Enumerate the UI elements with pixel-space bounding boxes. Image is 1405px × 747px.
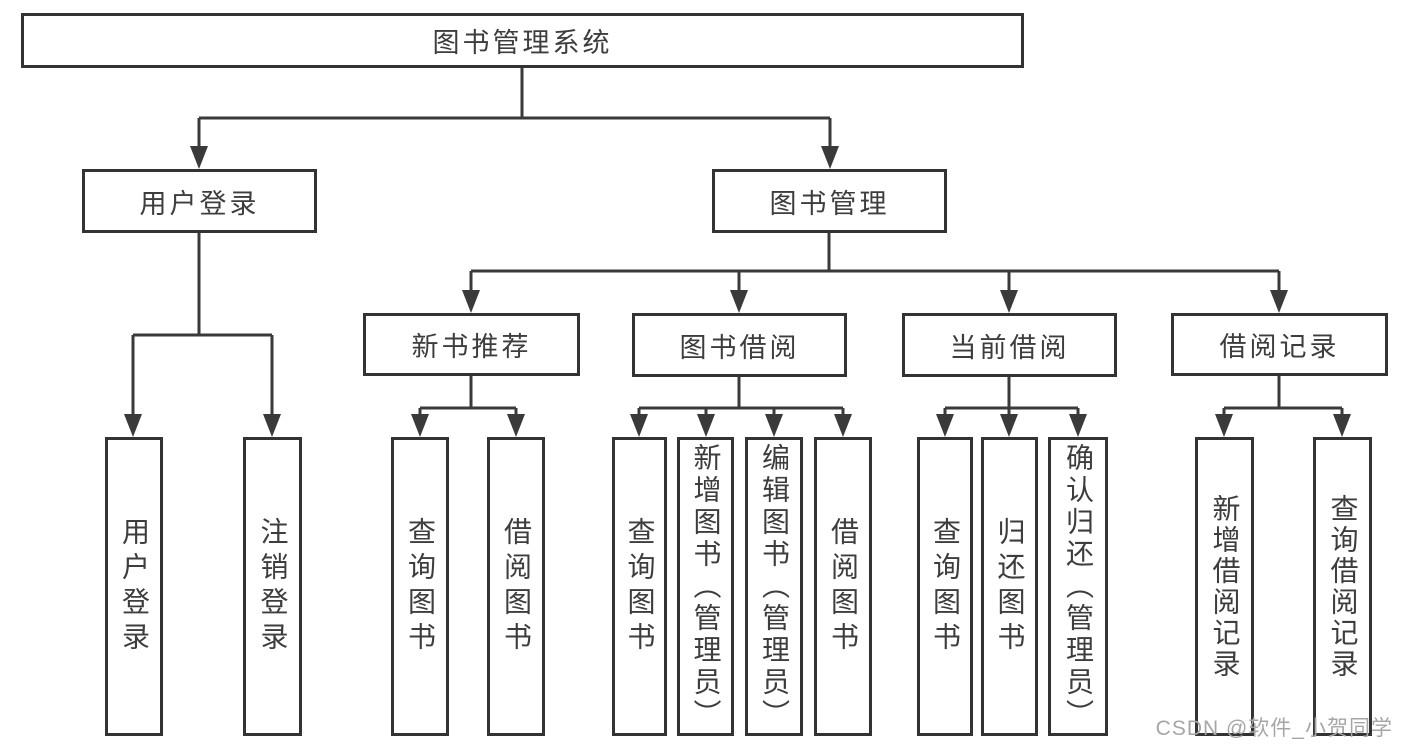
arrowhead-to-leaf-borrow-books-1 xyxy=(507,414,525,437)
leaf-borrow-books-2: 借阅图书 xyxy=(814,437,872,736)
node-root-system: 图书管理系统 xyxy=(21,13,1024,68)
node-current-borrowing: 当前借阅 xyxy=(902,313,1117,377)
arrowhead-to-leaf-confirm-return-admin xyxy=(1069,414,1087,437)
node-new-book-recommend: 新书推荐 xyxy=(363,313,580,376)
leaf-borrow-books-2-label: 借阅图书 xyxy=(828,516,859,657)
arrowhead-to-current-borrowing xyxy=(1000,290,1018,313)
arrowhead-to-leaf-add-books-admin xyxy=(697,414,715,437)
leaf-query-borrow-record: 查询借阅记录 xyxy=(1313,437,1372,736)
arrowhead-to-book-borrowing xyxy=(730,290,748,313)
leaf-confirm-return-admin: 确认归还（管理员） xyxy=(1048,437,1108,736)
leaf-logout-login: 注销登录 xyxy=(243,437,302,736)
arrowhead-to-leaf-query-books-2 xyxy=(630,414,648,437)
leaf-query-books-3-label: 查询图书 xyxy=(930,516,961,657)
leaf-query-books-2-label: 查询图书 xyxy=(624,516,656,657)
arrowhead-to-new-book-recommend xyxy=(462,290,480,313)
arrowhead-to-leaf-return-books xyxy=(1000,414,1018,437)
arrowhead-to-leaf-user-login xyxy=(124,414,142,437)
node-user-login: 用户登录 xyxy=(82,169,317,233)
arrowhead-to-borrowing-records xyxy=(1270,290,1288,313)
leaf-add-books-admin-label: 新增图书（管理员） xyxy=(690,442,722,731)
connector-current-borrowing-to-leaves xyxy=(936,377,1087,437)
leaf-logout-login-label: 注销登录 xyxy=(257,516,289,657)
node-borrowing-records: 借阅记录 xyxy=(1171,313,1388,376)
leaf-return-books: 归还图书 xyxy=(981,437,1038,736)
connector-root-to-level2 xyxy=(190,68,839,169)
arrowhead-to-leaf-query-books-3 xyxy=(936,414,954,437)
csdn-watermark: CSDN @软件_小贺同学 xyxy=(1155,717,1393,740)
leaf-return-books-label: 归还图书 xyxy=(994,516,1026,657)
connector-new-book-recommend-to-leaves xyxy=(411,375,525,437)
connector-book-management-to-level3 xyxy=(462,233,1288,313)
leaf-query-borrow-record-label: 查询借阅记录 xyxy=(1327,493,1359,680)
arrowhead-to-book-management xyxy=(821,146,839,169)
leaf-add-borrow-record: 新增借阅记录 xyxy=(1195,437,1254,736)
leaf-user-login: 用户登录 xyxy=(105,437,163,736)
leaf-query-books-1-label: 查询图书 xyxy=(405,516,436,657)
leaf-edit-books-admin: 编辑图书（管理员） xyxy=(745,437,803,736)
arrowhead-to-leaf-query-borrow-record xyxy=(1333,414,1351,437)
arrowhead-to-leaf-edit-books-admin xyxy=(765,414,783,437)
leaf-borrow-books-1-label: 借阅图书 xyxy=(501,516,532,657)
node-book-borrowing: 图书借阅 xyxy=(632,313,847,377)
leaf-add-books-admin: 新增图书（管理员） xyxy=(677,437,734,736)
leaf-query-books-1: 查询图书 xyxy=(391,437,449,736)
connector-user-login-to-leaves xyxy=(124,233,281,437)
leaf-confirm-return-admin-label: 确认归还（管理员） xyxy=(1063,442,1094,731)
arrowhead-to-user-login xyxy=(190,146,208,169)
node-book-management: 图书管理 xyxy=(712,169,947,233)
leaf-add-borrow-record-label: 新增借阅记录 xyxy=(1209,493,1241,680)
arrowhead-to-leaf-query-books-1 xyxy=(411,414,429,437)
connector-book-borrowing-to-leaves xyxy=(630,377,852,437)
leaf-user-login-label: 用户登录 xyxy=(119,516,150,657)
leaf-edit-books-admin-label: 编辑图书（管理员） xyxy=(759,442,790,731)
connector-borrowing-records-to-leaves xyxy=(1215,376,1351,437)
leaf-borrow-books-1: 借阅图书 xyxy=(487,437,545,736)
arrowhead-to-leaf-borrow-books-2 xyxy=(834,414,852,437)
leaf-query-books-3: 查询图书 xyxy=(917,437,973,736)
leaf-query-books-2: 查询图书 xyxy=(612,437,667,736)
arrowhead-to-leaf-add-borrow-record xyxy=(1215,414,1233,437)
arrowhead-to-leaf-logout-login xyxy=(263,414,281,437)
